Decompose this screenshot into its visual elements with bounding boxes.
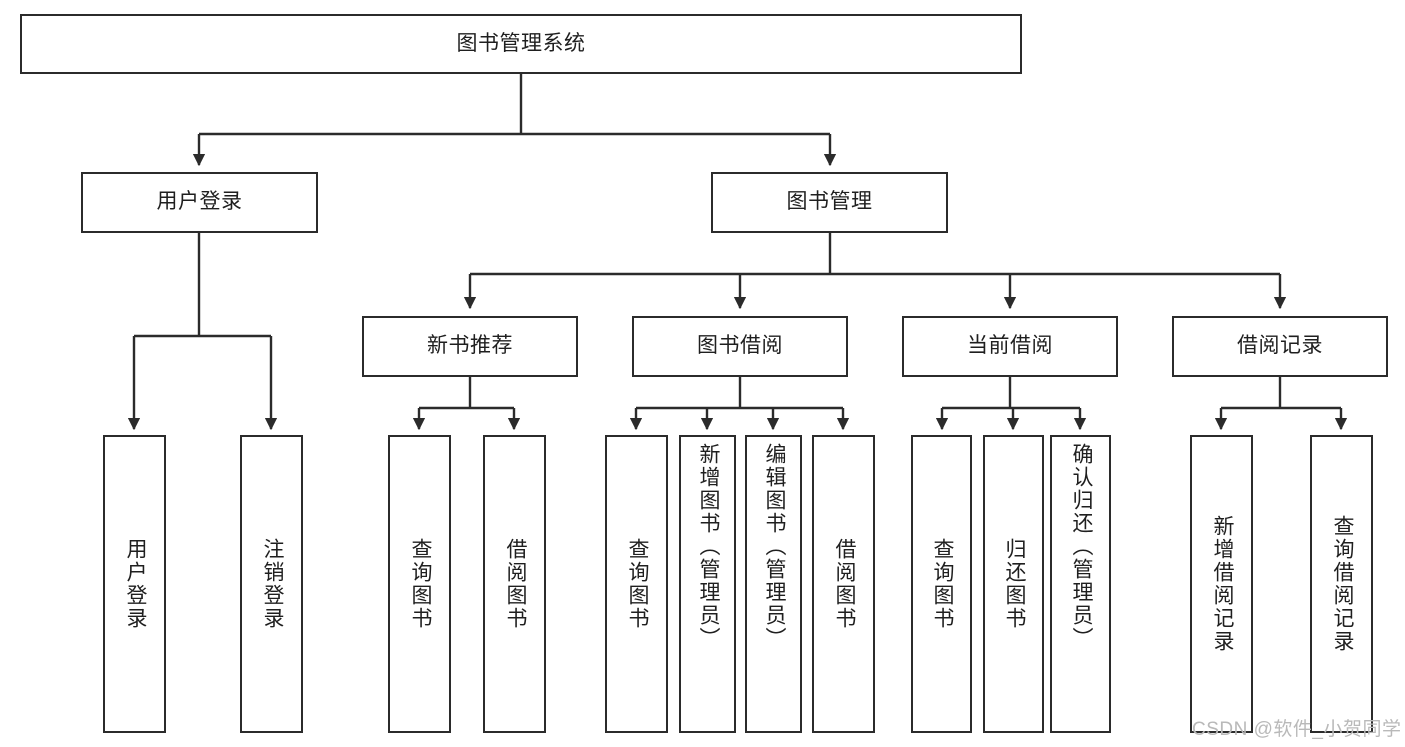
- leaf-book-borrow-add[interactable]: 新增图书（管理员）: [679, 435, 736, 733]
- leaf-label: 查询图书: [930, 538, 954, 630]
- node-current-borrow[interactable]: 当前借阅: [902, 316, 1118, 377]
- leaf-new-book-query[interactable]: 查询图书: [388, 435, 451, 733]
- node-book-management[interactable]: 图书管理: [711, 172, 948, 233]
- leaf-borrow-record-add[interactable]: 新增借阅记录: [1190, 435, 1253, 733]
- leaf-label: 确认归还（管理员）: [1069, 443, 1093, 650]
- leaf-label: 用户登录: [123, 538, 147, 630]
- leaf-current-borrow-confirm[interactable]: 确认归还（管理员）: [1050, 435, 1111, 733]
- leaf-label: 借阅图书: [503, 538, 527, 630]
- node-new-book-recommend[interactable]: 新书推荐: [362, 316, 578, 377]
- leaf-label: 查询图书: [408, 538, 432, 630]
- leaf-current-borrow-return[interactable]: 归还图书: [983, 435, 1044, 733]
- leaf-borrow-record-query[interactable]: 查询借阅记录: [1310, 435, 1373, 733]
- leaf-new-book-borrow[interactable]: 借阅图书: [483, 435, 546, 733]
- leaf-user-login-login[interactable]: 用户登录: [103, 435, 166, 733]
- leaf-label: 查询借阅记录: [1330, 515, 1354, 653]
- node-current-borrow-label: 当前借阅: [967, 334, 1053, 358]
- node-borrow-record-label: 借阅记录: [1237, 334, 1323, 358]
- node-root[interactable]: 图书管理系统: [20, 14, 1022, 74]
- leaf-label: 新增借阅记录: [1210, 515, 1234, 653]
- leaf-label: 注销登录: [260, 538, 284, 630]
- leaf-book-borrow-query[interactable]: 查询图书: [605, 435, 668, 733]
- leaf-label: 借阅图书: [832, 538, 856, 630]
- watermark-text: CSDN @软件_小贺同学: [1192, 719, 1402, 740]
- node-book-borrow-label: 图书借阅: [697, 334, 783, 358]
- node-borrow-record[interactable]: 借阅记录: [1172, 316, 1388, 377]
- node-root-label: 图书管理系统: [456, 31, 586, 55]
- node-user-login[interactable]: 用户登录: [81, 172, 318, 233]
- leaf-label: 编辑图书（管理员）: [762, 443, 786, 650]
- node-book-management-label: 图书管理: [786, 190, 873, 214]
- node-new-book-recommend-label: 新书推荐: [427, 334, 513, 358]
- leaf-user-login-logout[interactable]: 注销登录: [240, 435, 303, 733]
- leaf-label: 查询图书: [625, 538, 649, 630]
- leaf-label: 归还图书: [1002, 538, 1026, 630]
- leaf-current-borrow-query[interactable]: 查询图书: [911, 435, 972, 733]
- node-book-borrow[interactable]: 图书借阅: [632, 316, 848, 377]
- leaf-book-borrow-borrow[interactable]: 借阅图书: [812, 435, 875, 733]
- node-user-login-label: 用户登录: [156, 190, 243, 214]
- leaf-label: 新增图书（管理员）: [696, 443, 720, 650]
- leaf-book-borrow-edit[interactable]: 编辑图书（管理员）: [745, 435, 802, 733]
